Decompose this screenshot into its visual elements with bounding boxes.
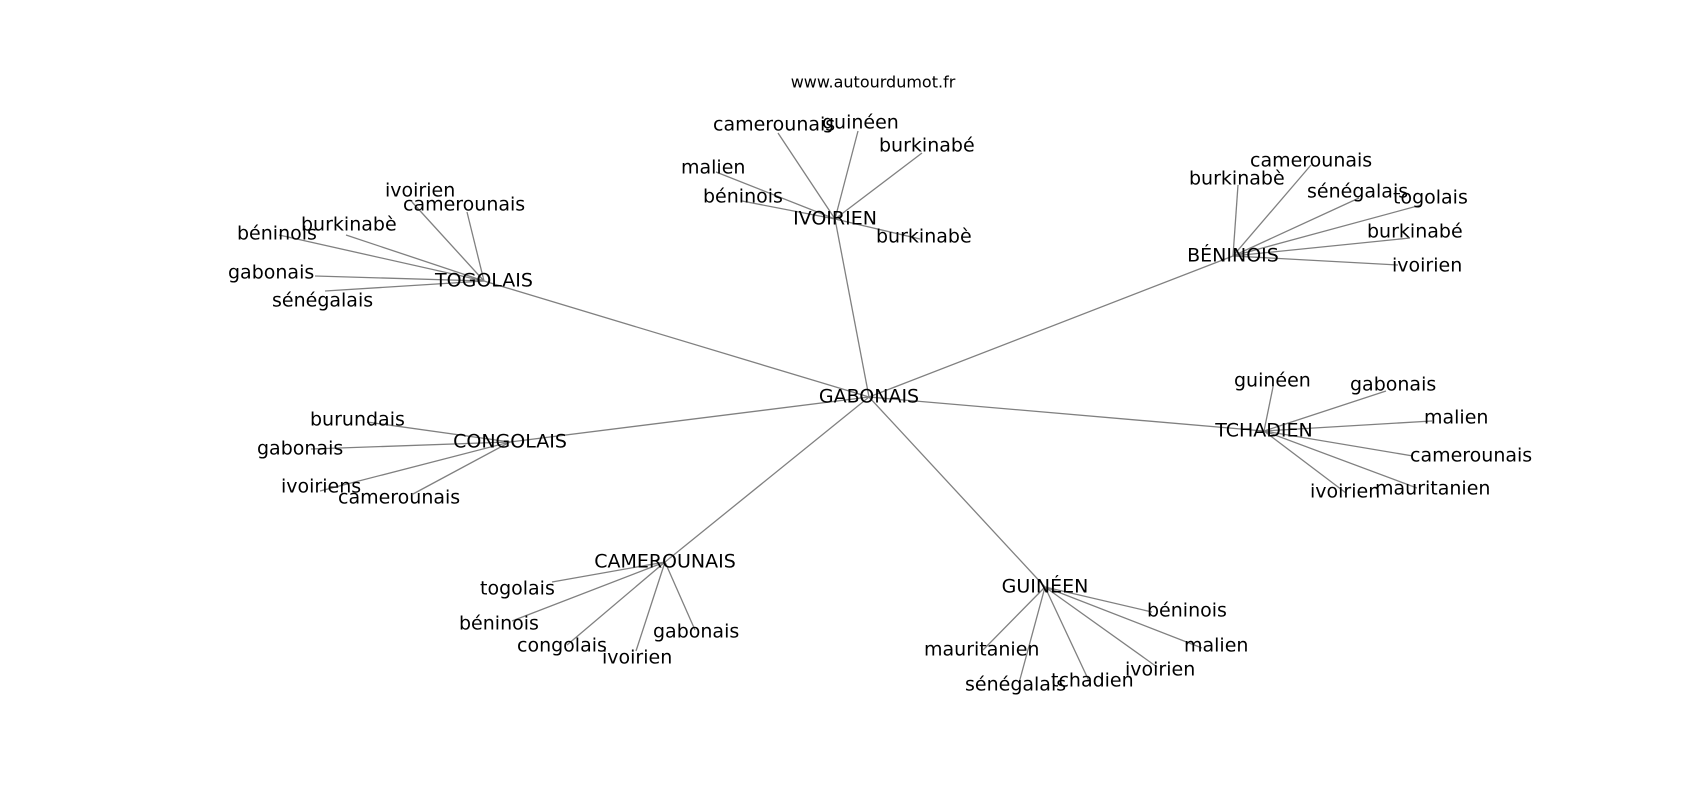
edge-ivoirien-leaf-2 — [834, 152, 923, 220]
edge-camerounais-leaf-4 — [664, 561, 696, 631]
leaf-label-ivoirien-1: guinéen — [822, 112, 899, 134]
leaf-label-congolais-3: camerounais — [338, 487, 460, 509]
edge-root-guineen — [868, 396, 1046, 588]
leaf-label-guineen-4: sénégalais — [965, 674, 1066, 696]
leaf-label-beninois-2: sénégalais — [1307, 181, 1408, 203]
edge-congolais-leaf-2 — [319, 441, 511, 492]
leaf-label-togolais-1: camerounais — [403, 194, 525, 216]
edge-guineen-leaf-5 — [982, 586, 1046, 651]
leaf-label-camerounais-2: congolais — [517, 635, 607, 657]
edge-togolais-leaf-0 — [411, 201, 485, 282]
leaf-label-tchadien-2: malien — [1424, 407, 1488, 429]
leaf-label-ivoirien-5: burkinabè — [876, 226, 972, 248]
leaf-label-ivoirien-2: burkinabé — [879, 135, 975, 157]
leaf-label-togolais-2: burkinabè — [301, 214, 397, 236]
edge-ivoirien-leaf-3 — [715, 171, 836, 220]
edge-tchadien-leaf-0 — [1263, 386, 1274, 432]
edge-tchadien-leaf-2 — [1263, 420, 1433, 432]
edge-root-congolais — [509, 396, 870, 443]
leaf-label-tchadien-0: guinéen — [1234, 370, 1311, 392]
edge-beninois-leaf-0 — [1232, 164, 1312, 257]
hub-label-camerounais: CAMEROUNAIS — [594, 551, 736, 573]
leaf-label-togolais-3: béninois — [237, 223, 317, 245]
leaf-label-tchadien-4: mauritanien — [1375, 478, 1490, 500]
leaf-label-guineen-1: malien — [1184, 635, 1248, 657]
edge-tchadien-leaf-1 — [1263, 390, 1387, 432]
leaf-label-congolais-2: ivoiriens — [281, 476, 361, 498]
leaf-label-guineen-5: mauritanien — [924, 639, 1039, 661]
hub-label-congolais: CONGOLAIS — [453, 431, 567, 453]
edge-beninois-leaf-3 — [1232, 204, 1422, 257]
edge-tchadien-leaf-4 — [1263, 430, 1418, 489]
edge-beninois-leaf-2 — [1232, 197, 1360, 257]
edge-root-togolais — [483, 280, 870, 398]
leaf-label-camerounais-4: gabonais — [653, 621, 739, 643]
leaf-label-togolais-4: gabonais — [228, 262, 314, 284]
edge-guineen-leaf-0 — [1044, 586, 1153, 613]
node-root: GABONAIS — [819, 386, 919, 408]
leaf-label-congolais-1: gabonais — [257, 438, 343, 460]
hub-label-beninois: BÉNINOIS — [1187, 244, 1279, 267]
edge-ivoirien-leaf-0 — [777, 132, 836, 220]
edge-beninois-leaf-5 — [1232, 255, 1399, 266]
edge-tchadien-leaf-5 — [1263, 430, 1347, 494]
edge-guineen-leaf-1 — [1044, 586, 1203, 649]
leaf-label-tchadien-5: ivoirien — [1310, 481, 1380, 503]
leaf-label-ivoirien-3: malien — [681, 157, 745, 179]
leaf-label-camerounais-1: béninois — [459, 613, 539, 635]
source-url: www.autourdumot.fr — [791, 73, 956, 92]
edge-congolais-leaf-3 — [412, 441, 511, 495]
hub-label-togolais: TOGOLAIS — [434, 270, 533, 292]
edge-camerounais-leaf-0 — [551, 561, 666, 583]
leaf-label-beninois-5: ivoirien — [1392, 255, 1462, 277]
edge-beninois-leaf-1 — [1232, 184, 1239, 257]
leaf-label-tchadien-1: gabonais — [1350, 374, 1436, 396]
hub-label-ivoirien: IVOIRIEN — [793, 208, 877, 230]
leaf-label-guineen-2: ivoirien — [1125, 659, 1195, 681]
edge-congolais-leaf-1 — [310, 441, 511, 450]
leaf-label-ivoirien-4: béninois — [703, 186, 783, 208]
edge-guineen-leaf-2 — [1044, 586, 1158, 668]
edge-ivoirien-leaf-4 — [741, 200, 836, 220]
edge-root-ivoirien — [834, 218, 870, 398]
edges — [278, 130, 1433, 684]
leaf-label-guineen-3: tchadien — [1051, 670, 1134, 692]
edge-guineen-leaf-4 — [1018, 586, 1046, 684]
edge-togolais-leaf-5 — [324, 280, 485, 292]
edge-camerounais-leaf-1 — [511, 561, 666, 622]
edge-beninois-leaf-4 — [1232, 237, 1411, 257]
leaf-label-beninois-0: camerounais — [1250, 150, 1372, 172]
edge-guineen-leaf-3 — [1044, 586, 1090, 682]
edge-root-camerounais — [664, 396, 870, 563]
leaf-label-camerounais-3: ivoirien — [602, 647, 672, 669]
leaf-label-beninois-3: togolais — [1393, 187, 1468, 209]
edge-congolais-leaf-0 — [366, 421, 511, 443]
edge-camerounais-leaf-2 — [566, 561, 666, 646]
hub-label-tchadien: TCHADIEN — [1214, 420, 1313, 442]
edge-ivoirien-leaf-5 — [834, 218, 921, 240]
edge-togolais-leaf-3 — [278, 234, 485, 282]
edge-root-tchadien — [868, 396, 1265, 432]
leaf-label-congolais-0: burundais — [310, 409, 405, 431]
leaf-label-togolais-5: sénégalais — [272, 290, 373, 312]
leaf-label-beninois-1: burkinabè — [1189, 168, 1285, 190]
edge-togolais-leaf-1 — [466, 211, 485, 282]
edge-togolais-leaf-4 — [314, 275, 485, 282]
edge-ivoirien-leaf-1 — [834, 130, 859, 220]
edge-togolais-leaf-2 — [345, 234, 485, 282]
edge-root-beninois — [868, 255, 1234, 398]
leaf-label-beninois-4: burkinabé — [1367, 221, 1463, 243]
leaf-label-guineen-0: béninois — [1147, 600, 1227, 622]
node-labels: GABONAIS ivoiriencamerounaisburkinabèbén… — [228, 112, 1532, 696]
leaf-label-camerounais-0: togolais — [480, 578, 555, 600]
leaf-label-togolais-0: ivoirien — [385, 180, 455, 202]
hub-label-guineen: GUINÉEN — [1002, 575, 1089, 598]
edge-tchadien-leaf-3 — [1263, 430, 1414, 457]
edge-camerounais-leaf-3 — [635, 561, 666, 652]
leaf-label-ivoirien-0: camerounais — [713, 114, 835, 136]
leaf-label-tchadien-3: camerounais — [1410, 445, 1532, 467]
